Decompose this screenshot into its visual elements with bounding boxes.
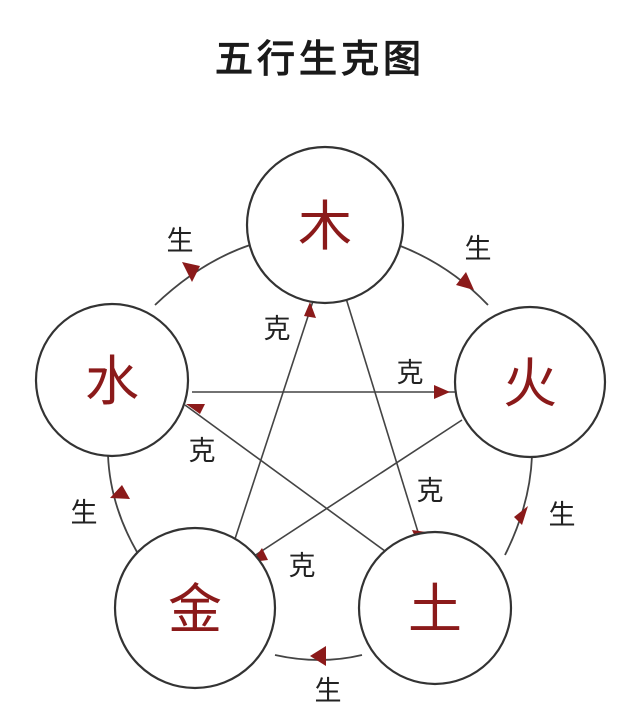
controlling-arrows (186, 302, 450, 562)
arrow-sheng-metal-water (110, 485, 130, 499)
label-sheng-water-wood: 生 (167, 226, 194, 257)
arc-water-wood (154, 244, 251, 306)
arrow-sheng-fire-earth (514, 506, 528, 525)
label-sheng-fire-earth: 生 (549, 500, 576, 531)
line-metal-wood (231, 294, 316, 549)
node-metal: 金 (113, 526, 277, 690)
label-ke-earth-water: 克 (189, 436, 216, 467)
node-earth: 土 (357, 530, 513, 686)
label-ke-metal-wood: 克 (264, 314, 291, 345)
node-water: 水 (34, 302, 190, 458)
controlling-lines (184, 294, 463, 563)
node-label-metal: 金 (168, 578, 222, 641)
arrow-sheng-water-wood (182, 262, 200, 282)
arrow-ke-metal-wood (304, 302, 316, 318)
node-fire: 火 (453, 305, 607, 459)
label-sheng-wood-fire: 生 (465, 234, 492, 265)
line-wood-earth (344, 294, 423, 546)
node-label-wood: 木 (298, 195, 352, 258)
node-label-fire: 火 (503, 352, 557, 415)
label-sheng-earth-metal: 生 (315, 676, 342, 707)
diagram-title: 五行生克图 (214, 37, 425, 81)
generating-arrows (110, 262, 528, 666)
line-fire-metal (247, 419, 463, 561)
line-earth-water (184, 404, 401, 563)
arc-wood-fire (397, 244, 489, 306)
label-ke-wood-earth: 克 (417, 476, 444, 507)
arrow-sheng-earth-metal (310, 646, 326, 666)
label-ke-water-fire: 克 (397, 358, 424, 389)
label-ke-fire-metal: 克 (289, 551, 316, 582)
arrow-ke-water-fire (434, 385, 450, 399)
node-label-earth: 土 (408, 578, 462, 641)
node-label-water: 水 (85, 350, 139, 413)
arrow-ke-earth-water (186, 404, 205, 414)
label-sheng-metal-water: 生 (71, 498, 98, 529)
arc-metal-water (107, 454, 138, 553)
node-wood: 木 (245, 145, 405, 305)
arc-fire-earth (504, 455, 533, 556)
arrow-sheng-wood-fire (456, 272, 474, 290)
